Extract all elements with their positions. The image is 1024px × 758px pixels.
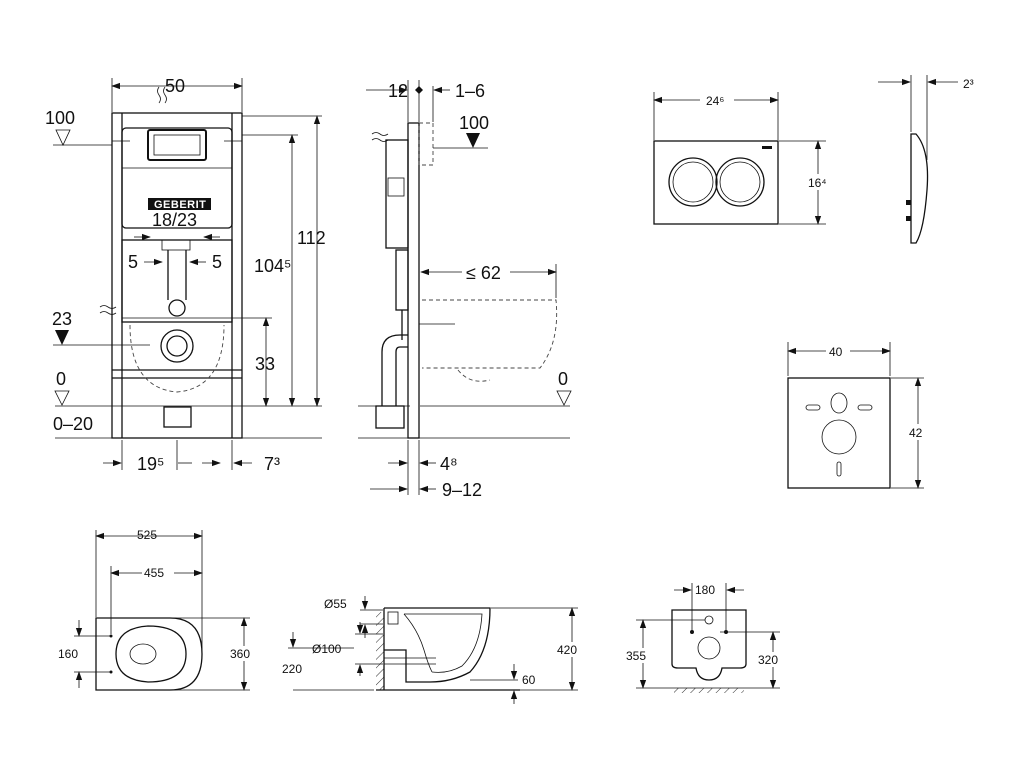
dim-bowl-length-total: 525 [137, 528, 157, 542]
cistern-side [385, 139, 409, 249]
flush-plate [653, 140, 779, 225]
level-23-label: 23 [52, 309, 72, 329]
dim-width: 50 [165, 76, 185, 96]
level-0-label: 0 [56, 369, 66, 389]
dim-bowl-length-inner: 455 [144, 566, 164, 580]
brand-logo: GEBERIT [154, 199, 206, 211]
dim-bowl-height: 420 [557, 643, 577, 657]
flush-opening [147, 129, 207, 161]
dim-top-adjust: 1–6 [455, 81, 485, 101]
dim-bowl-width: 360 [230, 647, 250, 661]
dim-bottom-range: 9–12 [442, 480, 482, 500]
dim-offset-right: 5 [212, 252, 222, 272]
dim-bottom-left: 19⁵ [137, 454, 164, 474]
dim-spacing: 18/23 [152, 210, 197, 230]
bowl-back-view: 180 355 320 [624, 583, 788, 693]
bowl-top-view: 525 455 160 360 [58, 528, 260, 691]
dim-top-depth: 12 [388, 81, 408, 101]
dim-offset-left: 5 [128, 252, 138, 272]
bowl-section-view: Ø55 Ø100 220 420 60 [282, 596, 587, 704]
frame-post [407, 122, 420, 439]
flush-plate-profile [910, 133, 929, 244]
dim-height-33: 33 [255, 354, 275, 374]
frame-front-view: GEBERIT 50 100 112 [45, 76, 326, 474]
flush-plate-front: 24⁶ 16⁴ [653, 92, 832, 225]
waste-pipe [160, 329, 194, 363]
dim-back-height-left: 355 [626, 649, 646, 663]
dim-bottom-right: 7³ [264, 454, 280, 474]
dim-height-inner: 104⁵ [254, 256, 292, 276]
dim-waste-diameter: Ø100 [312, 642, 342, 656]
dim-outlet-diameter: Ø55 [324, 597, 347, 611]
dim-plate-width: 24⁶ [706, 94, 724, 108]
dim-pad-height: 42 [909, 426, 923, 440]
bowl-side-outline [422, 299, 558, 369]
dim-height-total: 112 [297, 228, 326, 248]
wall-hatch [376, 612, 384, 690]
pad-outline [787, 377, 891, 489]
dim-back-height-right: 320 [758, 653, 778, 667]
flush-button-small [668, 157, 718, 207]
frame-outline [111, 112, 243, 439]
dim-waste-height: 220 [282, 662, 302, 676]
dim-bottom-depth: 4⁸ [440, 454, 458, 474]
bowl-top-outline [95, 617, 203, 691]
bowl-outline [129, 324, 225, 393]
side-level-100-label: 100 [459, 113, 489, 133]
dim-plate-side-depth: 2³ [963, 77, 974, 91]
level-100-label: 100 [45, 108, 75, 128]
frame-side-view: 12 1–6 100 ≤ 62 0 4⁸ 9–12 [358, 80, 572, 500]
brand-plate [148, 198, 211, 210]
bowl-back-outline [671, 609, 747, 681]
dim-bolt-spacing: 160 [58, 647, 78, 661]
cistern [121, 127, 233, 229]
dim-bowl-projection: ≤ 62 [466, 263, 501, 283]
level-0-20-label: 0–20 [53, 414, 93, 434]
dim-pad-width: 40 [829, 345, 843, 359]
dim-plate-height: 16⁴ [808, 176, 827, 190]
side-level-0-label: 0 [558, 369, 568, 389]
dim-back-bolt-width: 180 [695, 583, 715, 597]
sound-insulation-pad: 40 42 [787, 342, 931, 489]
flush-button-large [715, 157, 765, 207]
flush-plate-side: 2³ [878, 75, 974, 244]
bowl-section-outline [384, 607, 491, 683]
dim-rim-offset: 60 [522, 673, 536, 687]
